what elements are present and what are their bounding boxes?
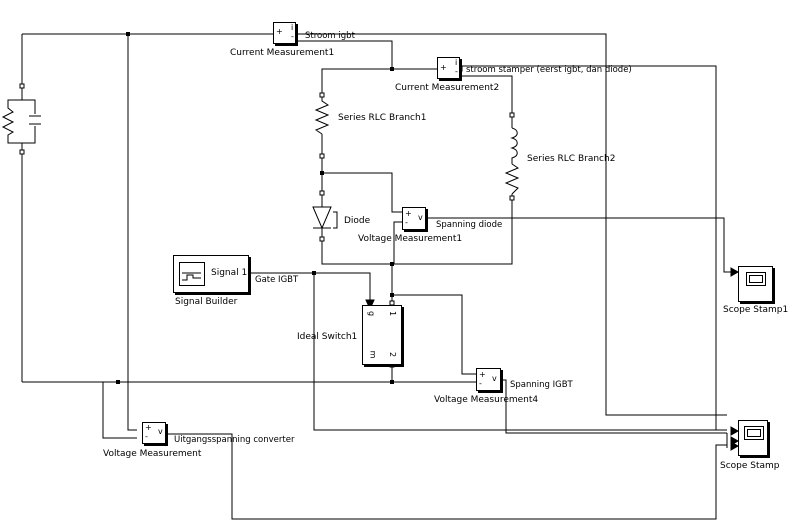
voltage-measurement1-block[interactable]: + - v [402,207,426,230]
ideal-switch1-label: Ideal Switch1 [297,332,358,342]
ideal-switch1-block[interactable]: g 1 m 2 [362,305,402,365]
wire [500,379,727,434]
port-i: i [455,58,458,67]
rlc2-resistor [504,163,520,195]
voltage-measurement4-block[interactable]: + - v [476,368,501,391]
wire [393,221,402,264]
voltage-measurement-label: Voltage Measurement [103,449,202,459]
port-v: v [492,374,497,383]
signal-uitgangsspanning: Uitgangsspanning converter [174,435,295,445]
voltage-measurement1-label: Voltage Measurement1 [358,234,463,244]
gate-arrow [365,299,375,311]
wire [313,273,727,431]
terminal-squares [19,66,515,368]
scope-arrow [730,267,740,277]
diode-label: Diode [344,216,371,226]
port-1: 1 [388,310,398,317]
scope-stamp1-block[interactable] [738,266,773,302]
wire [462,65,727,431]
port-plus: + [479,370,486,379]
signal-builder-icon [179,262,205,286]
port-g: g [367,310,377,317]
signal-gate-igbt: Gate IGBT [255,275,299,285]
scope-stamp-label: Scope Stamp [720,461,780,471]
port-plus: + [145,423,152,432]
wire [391,264,476,375]
signal-stroom-igbt: Stroom igbt [305,31,355,41]
port-2: 2 [388,351,398,358]
series-rlc-branch1-label: Series RLC Branch1 [338,113,427,123]
series-rlc-branch2-label: Series RLC Branch2 [527,154,616,164]
wire [102,381,137,439]
port-v: v [418,213,423,222]
port-i: i [291,23,294,32]
signal-builder-label: Signal Builder [175,297,238,307]
wire [321,134,402,213]
current-measurement1-block[interactable]: + i - [273,22,296,44]
wire [127,34,137,431]
wire [423,217,731,273]
scope-arrow [730,441,740,451]
port-plus: + [405,209,412,218]
port-m: m [368,350,378,359]
wire [250,272,371,300]
wire [160,433,727,520]
signal-1-port: Signal 1 [211,268,248,278]
port-minus: - [455,67,458,76]
scope-stamp1-label: Scope Stamp1 [723,305,789,315]
signal-stroom-stamper: stroom stamper (eerst igbt, dan diode) [466,65,632,75]
source-resistor [1,99,41,150]
signal-spanning-igbt: Spanning IGBT [510,380,573,390]
signal-spanning-diode: Spanning diode [436,220,503,230]
wire [21,33,727,416]
wire [321,194,513,265]
current-measurement2-block[interactable]: + i - [437,57,460,79]
scope-arrow [730,426,740,436]
port-minus: - [405,218,408,227]
port-minus: - [479,379,482,388]
signal-builder-block[interactable]: Signal 1 [173,255,249,293]
wire [456,75,513,128]
current-measurement1-label: Current Measurement1 [230,48,335,58]
rlc2-inductor [510,127,518,164]
diode-symbol [312,199,338,237]
port-minus: - [145,432,148,441]
scope-screen-icon [744,426,764,440]
scope-stamp-block[interactable] [738,420,768,456]
junction-dots [116,32,394,384]
wire [22,363,476,383]
voltage-measurement-block[interactable]: + - v [142,422,166,444]
rlc1-resistor [314,97,330,135]
port-plus: + [440,63,447,72]
scope-screen-icon [746,272,766,286]
voltage-measurement4-label: Voltage Measurement4 [434,395,539,405]
port-plus: + [276,27,283,36]
current-measurement2-label: Current Measurement2 [395,83,500,93]
port-minus: - [291,32,294,41]
port-v: v [158,427,163,436]
